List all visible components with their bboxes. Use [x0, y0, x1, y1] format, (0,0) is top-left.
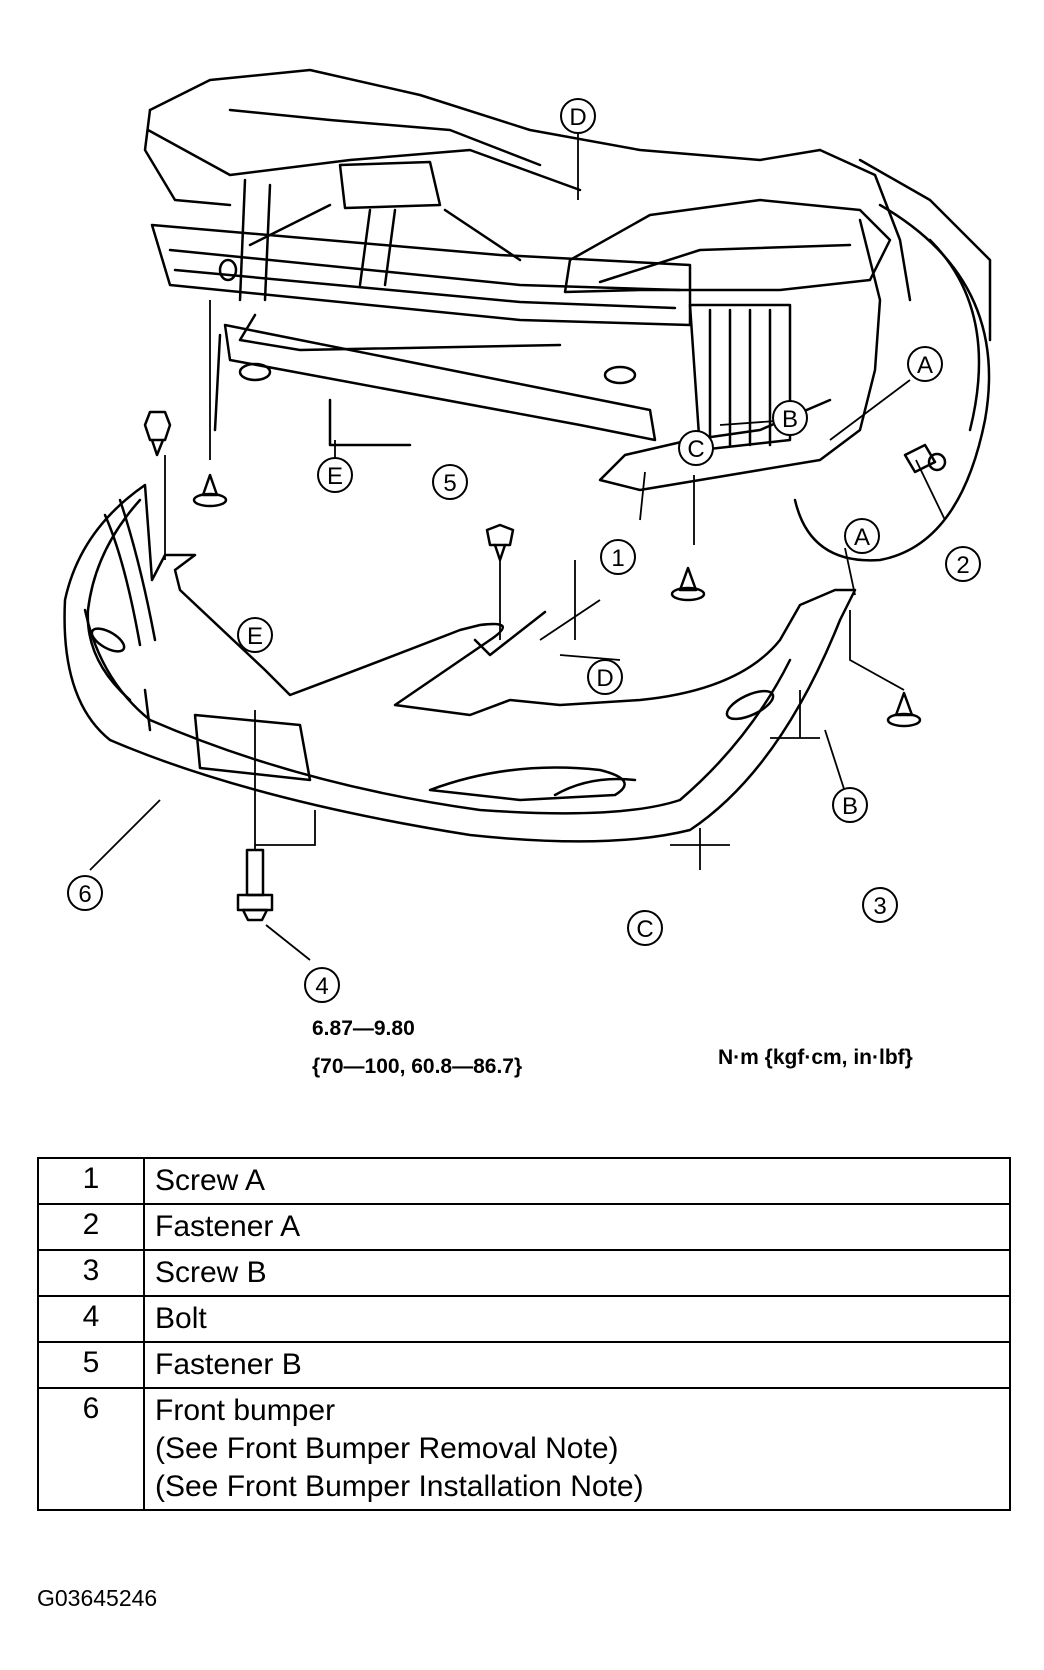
- part-name: Screw A: [155, 1164, 266, 1197]
- table-row: 5 Fastener B: [37, 1341, 1011, 1389]
- torque-specification: 6.87—9.80 {70—100, 60.8—86.7}: [312, 1010, 522, 1086]
- part-description: Fastener A: [143, 1203, 1011, 1251]
- callout-6: [67, 875, 103, 911]
- callout-4-label: 4: [315, 973, 328, 1000]
- screw-a-icon: [192, 473, 228, 508]
- callout-4: [304, 967, 340, 1003]
- figure-code: G03645246: [37, 1585, 158, 1611]
- part-number: 1: [37, 1157, 145, 1205]
- part-description: Screw B: [143, 1249, 1011, 1297]
- callout-a-mid: [844, 518, 880, 554]
- part-number: 5: [37, 1341, 145, 1389]
- screw-b-icon: [886, 691, 922, 728]
- installation-note-reference: (See Front Bumper Installation Note): [155, 1470, 644, 1503]
- part-description: Screw A: [143, 1157, 1011, 1205]
- callout-1: [600, 539, 636, 575]
- callout-e-top-label: E: [327, 463, 343, 490]
- callout-e-mid-label: E: [247, 623, 263, 650]
- front-bumper-cover: [63, 483, 857, 843]
- leader-lines: [89, 130, 946, 961]
- callout-e-mid: [237, 617, 273, 653]
- table-row: 2 Fastener A: [37, 1203, 1011, 1251]
- part-description: Bolt: [143, 1295, 1011, 1343]
- part-number: 4: [37, 1295, 145, 1343]
- part-number: 3: [37, 1249, 145, 1297]
- table-row: 6 Front bumper (See Front Bumper Removal…: [37, 1387, 1011, 1511]
- part-name: Fastener A: [155, 1210, 301, 1243]
- parts-legend-table: 1 Screw A 2 Fastener A 3 Screw B 4 Bolt …: [37, 1157, 1011, 1511]
- callout-3: [862, 887, 898, 923]
- part-name: Screw B: [155, 1256, 267, 1289]
- fastener-a-icon: [903, 443, 947, 474]
- removal-note-reference: (See Front Bumper Removal Note): [155, 1432, 619, 1465]
- callout-6-label: 6: [78, 881, 91, 908]
- fastener-icon: [143, 410, 172, 457]
- table-row: 4 Bolt: [37, 1295, 1011, 1343]
- callout-d-top: [560, 98, 596, 134]
- vehicle-front-structure: [143, 68, 992, 562]
- callout-a-right-label: A: [917, 352, 933, 379]
- callout-a-right: [907, 346, 943, 382]
- callout-5-label: 5: [443, 470, 456, 497]
- table-row: 1 Screw A: [37, 1157, 1011, 1205]
- fastener-b-icon: [485, 523, 515, 562]
- part-description: Front bumper (See Front Bumper Removal N…: [143, 1387, 1011, 1511]
- torque-unit-label: N·m {kgf·cm, in·lbf}: [718, 1046, 913, 1069]
- part-description: Fastener B: [143, 1341, 1011, 1389]
- bolt-icon: [236, 848, 274, 922]
- callout-b-low-label: B: [842, 793, 858, 820]
- callout-5: [432, 464, 468, 500]
- callout-1-label: 1: [611, 545, 624, 572]
- callout-d-top-label: D: [569, 104, 586, 131]
- part-number: 2: [37, 1203, 145, 1251]
- callout-c-low-label: C: [636, 916, 653, 943]
- callout-c-low: [627, 910, 663, 946]
- table-row: 3 Screw B: [37, 1249, 1011, 1297]
- callout-2: [945, 546, 981, 582]
- callout-b-top: [772, 400, 808, 436]
- exploded-view-diagram: D A B C E 5 A 1 2 E D B 6 3 C 4: [63, 68, 992, 1003]
- callout-2-label: 2: [956, 552, 969, 579]
- callout-d-mid-label: D: [596, 665, 613, 692]
- part-number: 6: [37, 1387, 145, 1511]
- part-name: Bolt: [155, 1302, 207, 1335]
- callout-e-top: [317, 457, 353, 493]
- torque-alt-range: {70—100, 60.8—86.7}: [312, 1055, 523, 1078]
- callout-c-top-label: C: [687, 436, 704, 463]
- part-name: Front bumper: [155, 1394, 336, 1427]
- callout-d-mid: [587, 659, 623, 695]
- callout-b-low: [832, 787, 868, 823]
- torque-nm-range: 6.87—9.80: [312, 1017, 415, 1040]
- callout-a-mid-label: A: [854, 524, 870, 551]
- screw-a-icon-1: [670, 566, 706, 602]
- callout-c-top: [678, 430, 714, 466]
- callout-b-top-label: B: [782, 406, 798, 433]
- part-name: Fastener B: [155, 1348, 302, 1381]
- callout-3-label: 3: [873, 893, 886, 920]
